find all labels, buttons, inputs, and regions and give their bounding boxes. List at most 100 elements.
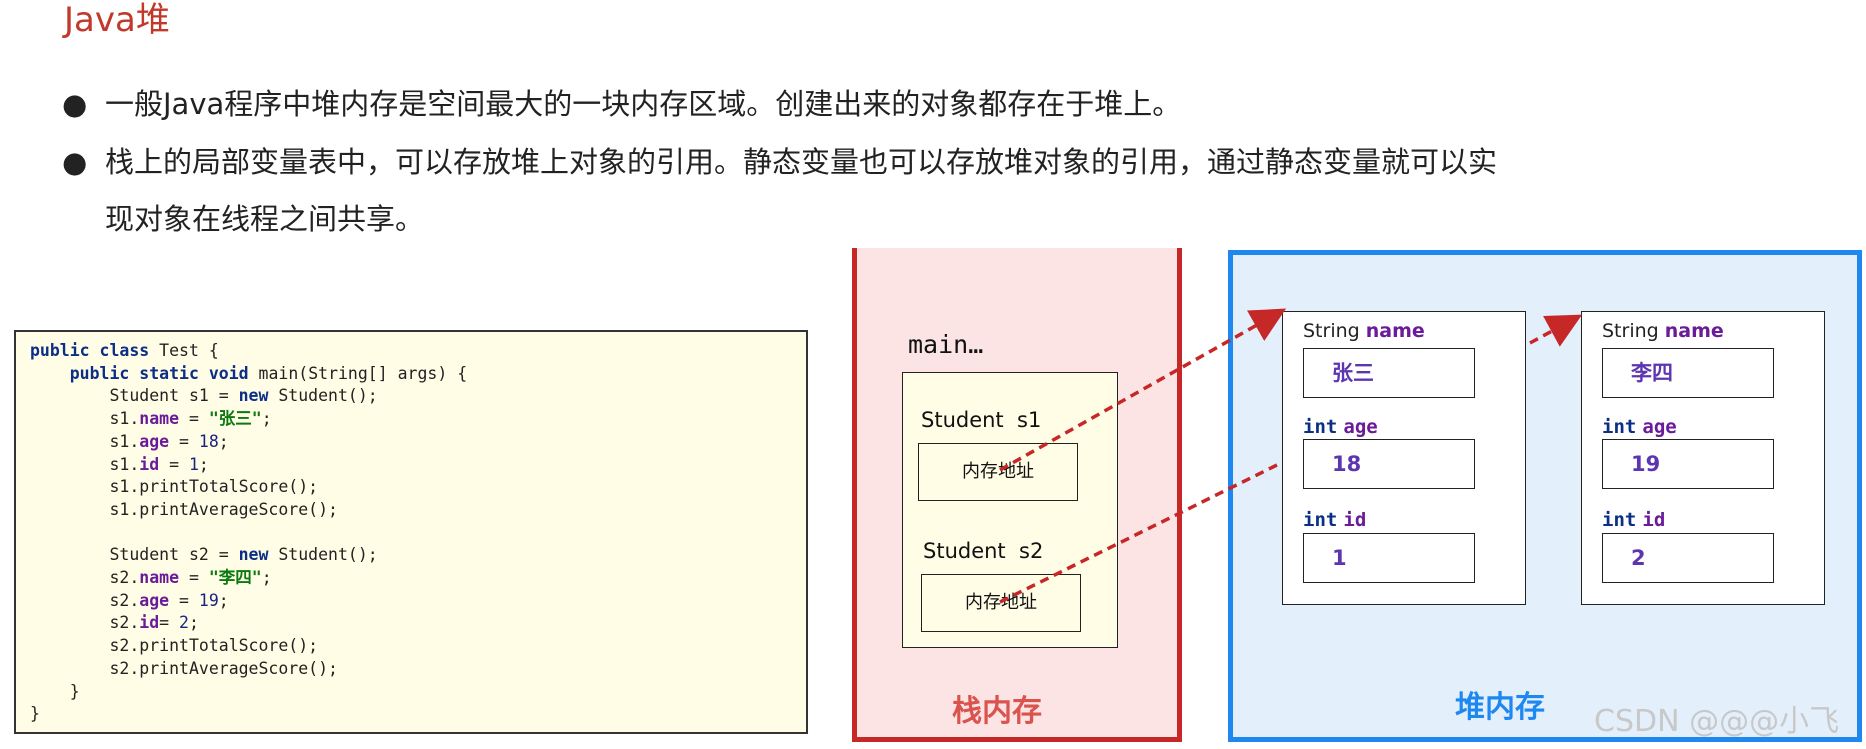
code-line: Student s1 = new Student(); bbox=[30, 386, 378, 406]
heap-memory-label: 堆内存 bbox=[1455, 690, 1545, 725]
field-ref: age bbox=[139, 431, 170, 451]
code-line: Student s2 = new Student(); bbox=[30, 545, 378, 565]
number-literal: 18 bbox=[198, 431, 219, 451]
keyword: public bbox=[69, 363, 130, 383]
code-text: ; bbox=[198, 454, 209, 474]
field-ref: name bbox=[139, 568, 180, 588]
keyword: new bbox=[238, 386, 269, 406]
code-line: s1.name = "张三"; bbox=[30, 409, 272, 429]
code-text: = bbox=[169, 431, 199, 451]
code-text: ; bbox=[188, 613, 199, 633]
code-text: Student s1 = bbox=[109, 386, 239, 406]
code-line: s2.id= 2; bbox=[30, 613, 199, 633]
code-line: s1.printAverageScore(); bbox=[30, 499, 338, 519]
field-value-age: 18 bbox=[1303, 439, 1475, 489]
bullet-text-1: 一般Java程序中堆内存是空间最大的一块内存区域。创建出来的对象都存在于堆上。 bbox=[105, 87, 1182, 121]
code-text: = bbox=[159, 454, 189, 474]
field-value-name: 李四 bbox=[1602, 348, 1774, 398]
page-title: Java堆 bbox=[64, 0, 170, 40]
field-label-name: String name bbox=[1602, 320, 1724, 342]
field-value-id: 2 bbox=[1602, 533, 1774, 583]
code-text: = bbox=[169, 590, 199, 610]
bullet-text-2-line-2: 现对象在线程之间共享。 bbox=[105, 202, 425, 236]
code-block: public class Test { public static void m… bbox=[14, 330, 808, 734]
watermark: CSDN @@@小飞 bbox=[1594, 704, 1840, 739]
keyword: class bbox=[99, 341, 150, 360]
code-text: Student s2 = bbox=[109, 545, 239, 565]
code-text: s1. bbox=[109, 454, 140, 474]
field-type: int bbox=[1602, 416, 1637, 438]
number-literal: 19 bbox=[198, 590, 219, 610]
code-line: } bbox=[30, 682, 80, 701]
field-type: String bbox=[1303, 320, 1360, 342]
code-text: s2. bbox=[109, 568, 140, 588]
code-text: ; bbox=[218, 590, 229, 610]
field-ref: age bbox=[139, 590, 170, 610]
code-line: public class Test { bbox=[30, 341, 219, 360]
bullet-dot-2: ● bbox=[62, 145, 88, 179]
keyword: public bbox=[30, 341, 90, 360]
field-name: name bbox=[1365, 320, 1425, 342]
heap-object-1: String name 张三 int age 18 int id 1 bbox=[1282, 311, 1526, 605]
local-var-s2-label: Student s2 bbox=[923, 539, 1044, 563]
field-label-id: int id bbox=[1602, 509, 1665, 531]
code-text: s2. bbox=[109, 590, 140, 610]
number-literal: 2 bbox=[179, 613, 189, 633]
code-text: s1. bbox=[109, 409, 140, 429]
code-text: Test { bbox=[149, 341, 219, 360]
code-text: s2.printAverageScore(); bbox=[109, 658, 338, 678]
field-value-name: 张三 bbox=[1303, 348, 1475, 398]
field-name: id bbox=[1343, 509, 1367, 531]
code-line: s2.name = "李四"; bbox=[30, 568, 271, 588]
field-type: int bbox=[1602, 509, 1637, 531]
code-text: ; bbox=[261, 409, 272, 429]
code-text: = bbox=[179, 568, 209, 588]
local-var-s1-address: 内存地址 bbox=[918, 443, 1078, 501]
code-line: s2.printAverageScore(); bbox=[30, 658, 338, 678]
code-text: = bbox=[159, 613, 180, 633]
code-line: s2.printTotalScore(); bbox=[30, 636, 318, 655]
code-text: = bbox=[179, 409, 209, 429]
code-line: s1.id = 1; bbox=[30, 454, 209, 474]
string-literal: "张三" bbox=[208, 409, 262, 429]
field-name: age bbox=[1343, 416, 1378, 438]
code-text: s1.printAverageScore(); bbox=[109, 499, 338, 519]
field-name: name bbox=[1664, 320, 1724, 342]
code-text: Student(); bbox=[268, 545, 378, 565]
field-ref: id bbox=[139, 454, 160, 474]
number-literal: 1 bbox=[188, 454, 199, 474]
field-label-id: int id bbox=[1303, 509, 1366, 531]
field-type: String bbox=[1602, 320, 1659, 342]
code-text: Student(); bbox=[268, 386, 378, 406]
keyword: static bbox=[139, 363, 199, 383]
bullet-text-2-line-1: 栈上的局部变量表中，可以存放堆上对象的引用。静态变量也可以存放堆对象的引用，通过… bbox=[105, 145, 1498, 179]
code-line: s1.age = 18; bbox=[30, 431, 228, 451]
field-name: id bbox=[1642, 509, 1666, 531]
code-line: public static void main(String[] args) { bbox=[30, 364, 467, 383]
field-value-age: 19 bbox=[1602, 439, 1774, 489]
code-line: s1.printTotalScore(); bbox=[30, 477, 318, 496]
field-label-age: int age bbox=[1602, 416, 1677, 438]
field-type: int bbox=[1303, 509, 1338, 531]
arrow-object-2-entry bbox=[1529, 314, 1583, 347]
field-type: int bbox=[1303, 416, 1338, 438]
field-label-name: String name bbox=[1303, 320, 1425, 342]
code-text: } bbox=[69, 681, 80, 701]
code-text: s1. bbox=[109, 431, 140, 451]
local-var-s1-label: Student s1 bbox=[921, 408, 1042, 432]
string-literal: "李四" bbox=[208, 568, 262, 588]
heap-object-2: String name 李四 int age 19 int id 2 bbox=[1581, 311, 1825, 605]
stack-frame-label: main… bbox=[908, 330, 984, 359]
field-ref: id bbox=[139, 613, 160, 633]
field-value-id: 1 bbox=[1303, 533, 1475, 583]
field-ref: name bbox=[139, 409, 180, 429]
field-label-age: int age bbox=[1303, 416, 1378, 438]
stack-memory-label: 栈内存 bbox=[952, 694, 1042, 729]
code-text: s1.printTotalScore(); bbox=[109, 477, 319, 497]
code-line: } bbox=[30, 704, 40, 723]
bullet-dot-1: ● bbox=[62, 87, 88, 121]
code-text: s2. bbox=[109, 613, 140, 633]
code-line: s2.age = 19; bbox=[30, 590, 229, 610]
field-name: age bbox=[1642, 416, 1677, 438]
